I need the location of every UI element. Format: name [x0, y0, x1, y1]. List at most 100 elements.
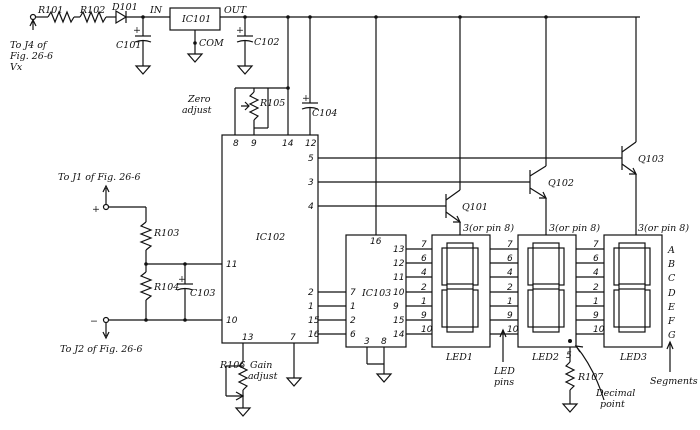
segment-a [532, 242, 560, 249]
ic103-pin-12: 12 [393, 259, 405, 269]
led2-pin-10: 10 [507, 325, 519, 335]
c103-label: C103 [190, 288, 215, 299]
d101-label: D101 [111, 2, 138, 13]
ic102-pin-4: 4 [308, 202, 314, 212]
led3-box [603, 234, 663, 348]
led3-label: LED3 [619, 352, 647, 363]
segment-b [558, 247, 565, 286]
q101-label: Q101 [462, 202, 488, 213]
r107-network [561, 339, 605, 413]
segments-label: Segments [650, 376, 698, 387]
led3-pin-10: 10 [593, 325, 605, 335]
segment-g [618, 283, 646, 290]
r107-resistor [564, 361, 576, 391]
ic102-pin-3: 3 [308, 178, 314, 188]
segment-c [558, 289, 565, 328]
led2-pin-2: 2 [507, 283, 513, 293]
ic102-pin-14: 14 [282, 139, 294, 149]
r101-label: R101 [37, 5, 63, 16]
r107-label: R107 [577, 372, 604, 383]
gain-adjust-label: Gain adjust [248, 360, 278, 382]
segment-letter-F: F [667, 316, 675, 327]
led1-pin-2: 2 [421, 283, 427, 293]
led2-box [517, 234, 577, 348]
svg-text:+: + [236, 25, 244, 36]
r102-resistor [79, 10, 107, 24]
led2-pin-4: 4 [507, 268, 513, 278]
led2-pin-1: 1 [507, 297, 513, 307]
segment-c [644, 289, 651, 328]
r103-label: R103 [153, 228, 179, 239]
segment-f [527, 247, 534, 286]
ic101-label: IC101 [181, 14, 211, 25]
ic102-pin-7: 7 [290, 333, 296, 343]
led1-pin-7: 7 [421, 240, 427, 250]
ic103-pin-9: 9 [393, 302, 399, 312]
led1-pin-10: 10 [421, 325, 433, 335]
segment-a [618, 242, 646, 249]
gain-adjust-network [225, 343, 252, 417]
ic102-pin-5: 5 [308, 154, 314, 164]
q103-label: Q103 [638, 154, 664, 165]
to-j2-label: To J2 of Fig. 26-6 [60, 344, 143, 355]
segment-bus-1 [406, 248, 432, 335]
decimal-point-label: Decimal point [595, 388, 638, 410]
bcd-bus [318, 291, 346, 335]
ic102-pin-10: 10 [226, 316, 238, 326]
segment-e [613, 289, 620, 328]
ic103-pin-8: 8 [381, 337, 387, 347]
ic102-pin-15: 15 [308, 316, 320, 326]
q103-transistor [621, 17, 637, 235]
segment-b [644, 247, 651, 286]
ic102-pin-16: 16 [308, 330, 320, 340]
ic103-box [345, 234, 407, 348]
r104-label: R104 [153, 282, 179, 293]
to-j4-label: To J4 of Fig. 26-6 Vx [9, 40, 56, 73]
led3-pin-6: 6 [593, 254, 599, 264]
segment-g [532, 283, 560, 290]
led1-pin-6: 6 [421, 254, 427, 264]
segment-e [441, 289, 448, 328]
r104-resistor [139, 271, 153, 301]
segment-letter-G: G [668, 330, 676, 341]
segment-c [472, 289, 479, 328]
r101-resistor [47, 10, 75, 24]
segment-e [527, 289, 534, 328]
led2-pin-6: 6 [507, 254, 513, 264]
minus-terminal: − [90, 316, 98, 327]
segment-f [441, 247, 448, 286]
ic102-pin-13: 13 [242, 333, 254, 343]
segment-d [446, 326, 474, 333]
to-j1-label: To J1 of Fig. 26-6 [58, 172, 141, 183]
led1-pin-4: 4 [421, 268, 427, 278]
segment-d [618, 326, 646, 333]
led2-pin-7: 7 [507, 240, 513, 250]
svg-text:+: + [178, 274, 186, 285]
led1-pin-9: 9 [421, 311, 427, 321]
led1-digit [441, 242, 479, 333]
svg-text:+: + [302, 93, 310, 104]
led-pins-label: LED pins [493, 366, 518, 388]
r103-resistor [139, 221, 153, 251]
led3-pin-4: 4 [593, 268, 599, 278]
input-network [102, 184, 222, 340]
segment-letter-B: B [667, 259, 675, 270]
segment-letter-A: A [667, 245, 675, 256]
segment-bus-2 [490, 248, 518, 335]
ic102-pin-9: 9 [251, 139, 257, 149]
com-ground [186, 53, 204, 63]
q101-transistor [445, 17, 461, 235]
ic103-pin-6: 6 [350, 330, 356, 340]
led2-pin8-label: 3(or pin 8) [549, 223, 600, 234]
ic103-pin-1: 1 [350, 302, 356, 312]
r106-potentiometer [237, 361, 249, 391]
ic103-pin-11: 11 [393, 273, 404, 283]
ic103-label: IC103 [361, 288, 391, 299]
zero-adjust-network [234, 17, 319, 135]
ic103-pin-2: 2 [350, 316, 356, 326]
q102-label: Q102 [548, 178, 574, 189]
